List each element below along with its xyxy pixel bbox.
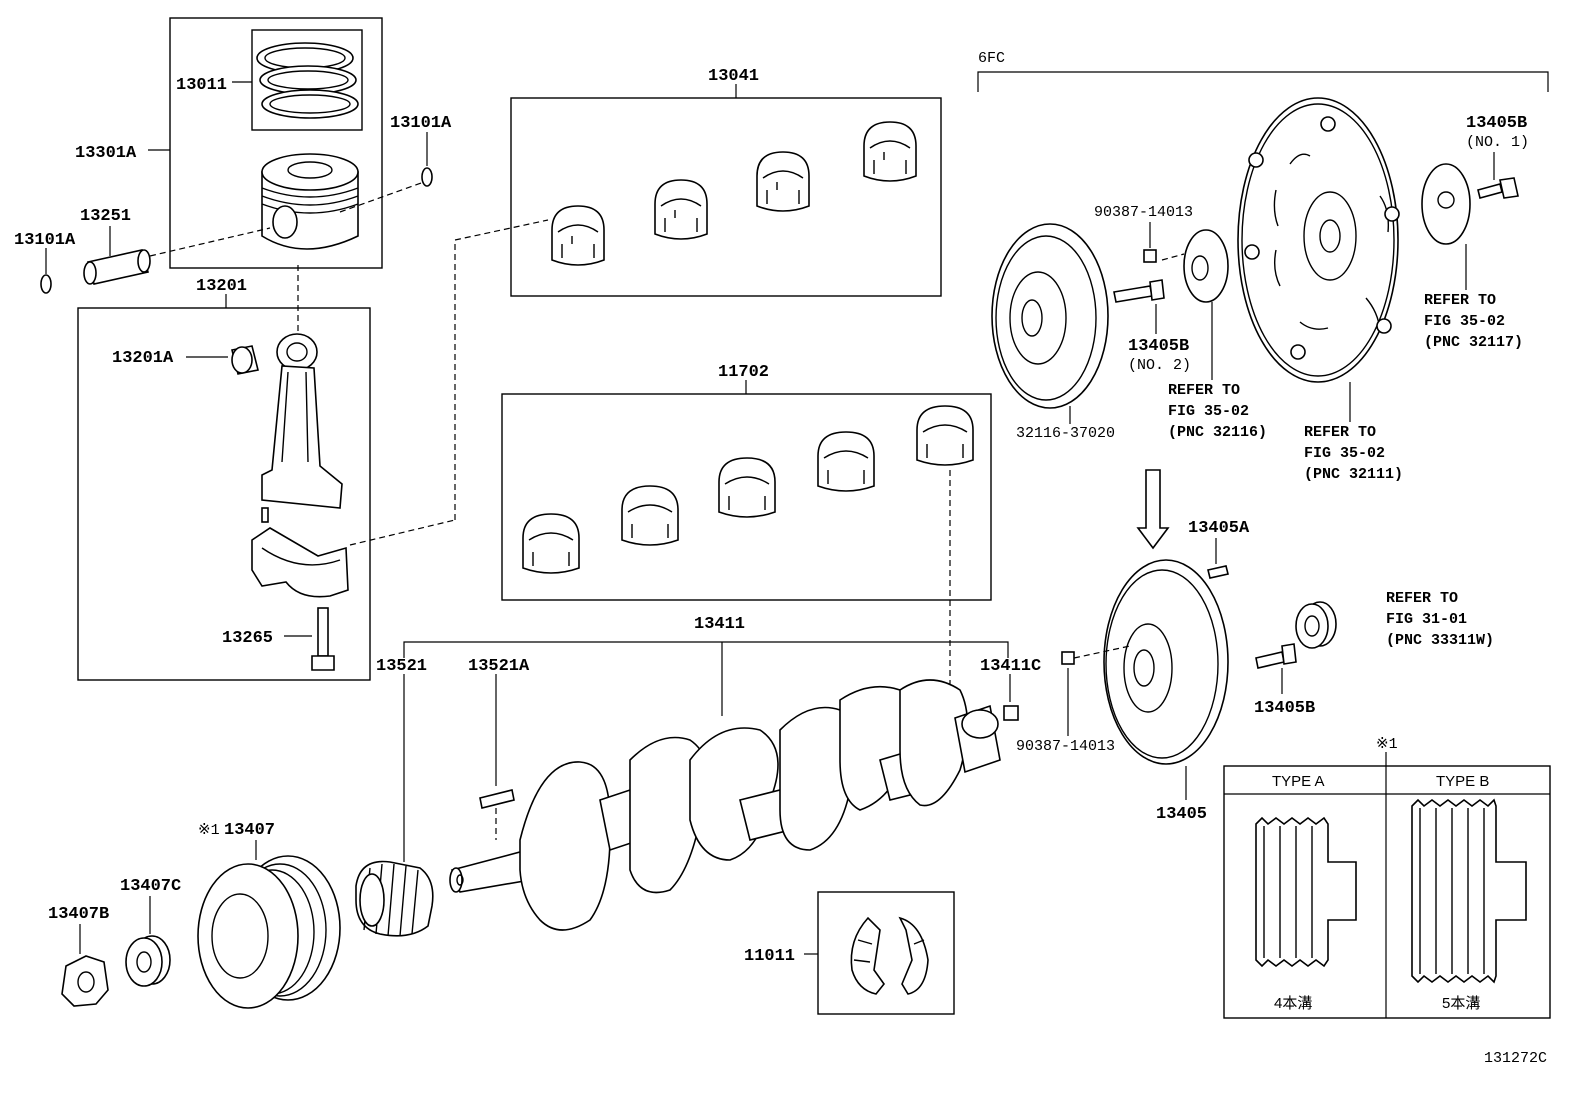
figure-code: 131272C [1484, 1050, 1547, 1067]
crank-pilot-bushing [1003, 705, 1019, 721]
svg-text:REFER TO: REFER TO [1304, 424, 1376, 441]
svg-text:FIG 35-02: FIG 35-02 [1424, 313, 1505, 330]
label-90387-bottom: 90387-14013 [1016, 738, 1115, 755]
label-13011: 13011 [176, 76, 227, 95]
conrod-bolt [311, 607, 335, 671]
type-a-header: TYPE A [1272, 773, 1325, 790]
svg-text:FIG 35-02: FIG 35-02 [1168, 403, 1249, 420]
bushing-90387-bottom [1061, 651, 1075, 665]
pulley-type-table: TYPE A TYPE B 4本溝 5本溝 [1223, 765, 1551, 1019]
piston-ring-set-box [251, 29, 363, 131]
piston-group-box [169, 17, 383, 269]
svg-text:(PNC 33311W): (PNC 33311W) [1386, 632, 1494, 649]
svg-text:REFER TO: REFER TO [1424, 292, 1496, 309]
label-13405B-bottom: 13405B [1254, 699, 1315, 718]
reference-32117: REFER TO FIG 35-02 (PNC 32117) [1424, 292, 1523, 351]
note-mark-13407: ※1 [198, 822, 220, 839]
reference-32111: REFER TO FIG 35-02 (PNC 32111) [1304, 424, 1403, 483]
label-13407: 13407 [224, 821, 275, 840]
bushing-90387-top [1143, 249, 1157, 263]
crankshaft-pulley-bolt [61, 955, 109, 1007]
conrod-bearings [551, 121, 917, 266]
piston-rings [256, 42, 359, 119]
conrod-group-box [77, 307, 371, 681]
label-6FC: 6FC [978, 50, 1005, 67]
label-13407B: 13407B [48, 905, 109, 924]
label-13301A: 13301A [75, 144, 137, 163]
flywheel-dowel-pin [1207, 565, 1229, 579]
drive-plate-spacer [1421, 163, 1471, 245]
label-13407C: 13407C [120, 877, 181, 896]
type-b-pulley [1411, 798, 1527, 984]
conrod-bushing [231, 345, 259, 375]
crankshaft-washer [125, 935, 171, 987]
note-mark-table: ※1 [1376, 736, 1398, 753]
label-13101A-left: 13101A [14, 231, 76, 250]
svg-text:(PNC 32111): (PNC 32111) [1304, 466, 1403, 483]
type-a-grooves: 4本溝 [1274, 995, 1312, 1012]
main-bearings [522, 405, 974, 574]
label-13405B-mid-note: (NO. 2) [1128, 357, 1191, 374]
drive-plate-reinforcement [1183, 229, 1229, 303]
label-13405: 13405 [1156, 805, 1207, 824]
crankshaft [449, 679, 1001, 931]
label-13041: 13041 [708, 67, 759, 86]
torque-converter-plate [991, 223, 1109, 409]
label-11702: 11702 [718, 363, 769, 382]
flywheel-bolt-bottom [1255, 643, 1297, 669]
label-11011: 11011 [744, 947, 795, 966]
flywheel-bolt-no2 [1113, 279, 1165, 303]
label-13411C: 13411C [980, 657, 1041, 676]
label-13201A: 13201A [112, 349, 174, 368]
crankshaft-pulley [197, 855, 341, 1009]
label-13265: 13265 [222, 629, 273, 648]
label-13251: 13251 [80, 207, 131, 226]
crankshaft-key [479, 789, 515, 809]
piston-pin [83, 249, 151, 285]
label-13405B-top-note: (NO. 1) [1466, 134, 1529, 151]
type-b-grooves: 5本溝 [1442, 995, 1480, 1012]
type-b-header: TYPE B [1436, 773, 1489, 790]
input-shaft-bearing [1295, 601, 1337, 649]
flywheel [1103, 559, 1229, 765]
reference-32116: REFER TO FIG 35-02 (PNC 32116) [1168, 382, 1267, 441]
crankshaft-timing-gear [355, 860, 434, 937]
type-a-pulley [1255, 816, 1357, 968]
label-13405A: 13405A [1188, 519, 1250, 538]
svg-text:(PNC 32116): (PNC 32116) [1168, 424, 1267, 441]
label-32116: 32116-37020 [1016, 425, 1115, 442]
flywheel-bolt-no1 [1477, 177, 1519, 199]
label-13405B-top: 13405B [1466, 114, 1527, 133]
svg-text:FIG 35-02: FIG 35-02 [1304, 445, 1385, 462]
down-arrow-icon [1136, 469, 1170, 550]
label-90387-top: 90387-14013 [1094, 204, 1193, 221]
label-13101A-top: 13101A [390, 114, 452, 133]
svg-text:REFER TO: REFER TO [1168, 382, 1240, 399]
thrust-washers [850, 916, 929, 995]
label-13201: 13201 [196, 277, 247, 296]
main-bearing-box [501, 393, 992, 601]
reference-33311W: REFER TO FIG 31-01 (PNC 33311W) [1386, 590, 1494, 649]
svg-text:REFER TO: REFER TO [1386, 590, 1458, 607]
drive-plate [1237, 97, 1400, 383]
label-13521: 13521 [376, 657, 427, 676]
svg-text:FIG 31-01: FIG 31-01 [1386, 611, 1467, 628]
label-13411: 13411 [694, 615, 745, 634]
piston [261, 153, 359, 250]
snap-ring-right [421, 167, 433, 187]
snap-ring-left [40, 274, 52, 294]
thrust-washer-box [817, 891, 955, 1015]
svg-text:(PNC 32117): (PNC 32117) [1424, 334, 1523, 351]
conrod-bearing-box [510, 97, 942, 297]
connecting-rod [251, 333, 349, 598]
label-13521A: 13521A [468, 657, 530, 676]
label-13405B-mid: 13405B [1128, 337, 1189, 356]
